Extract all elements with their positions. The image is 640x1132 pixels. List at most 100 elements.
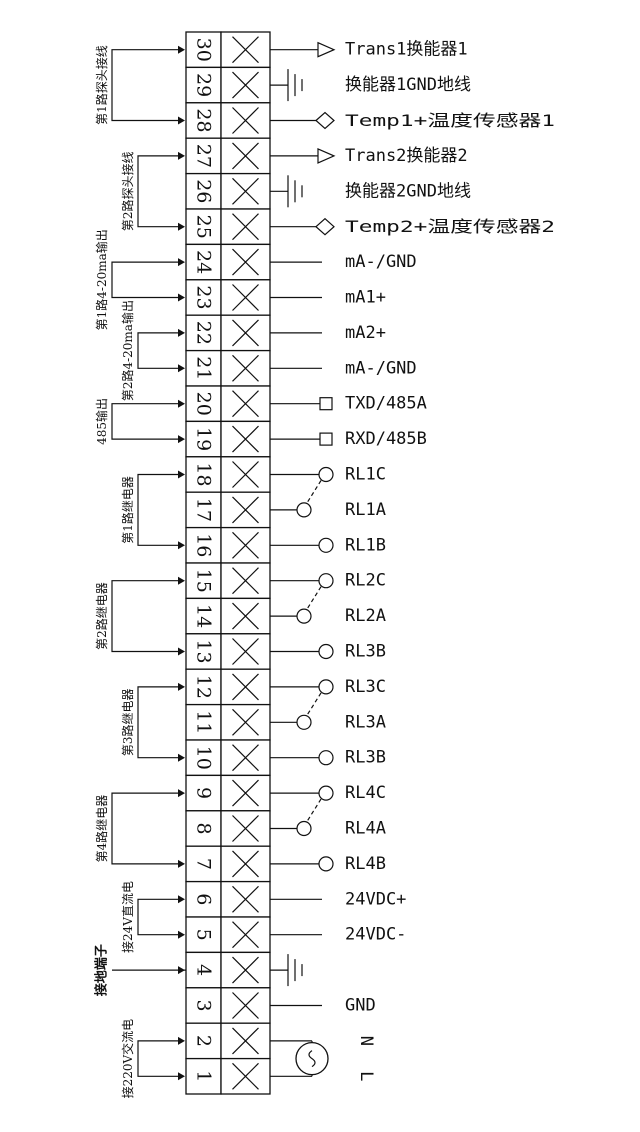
relay-common-icon bbox=[296, 608, 312, 624]
relay-contact-icon bbox=[318, 573, 334, 589]
signal-label: RL2A bbox=[345, 606, 386, 626]
arrow-head-icon bbox=[178, 682, 185, 691]
group-label: 第3路继电器 bbox=[120, 688, 135, 756]
signal-label: 24VDC- bbox=[345, 925, 406, 945]
group-label: 485输出 bbox=[94, 398, 109, 445]
terminal-number: 17 bbox=[192, 498, 214, 522]
signal-label: TXD/485A bbox=[345, 394, 427, 414]
signal-label: RL3A bbox=[345, 712, 386, 732]
terminal-number: 27 bbox=[193, 144, 215, 168]
group-bracket bbox=[137, 1040, 183, 1077]
relay-switch-link bbox=[306, 798, 322, 822]
screw-cross-icon bbox=[232, 708, 259, 736]
arrow-head-icon bbox=[178, 435, 185, 444]
arrow-head-icon bbox=[178, 895, 185, 904]
arrow-head-icon bbox=[178, 470, 185, 479]
terminal-number: 29 bbox=[193, 73, 215, 97]
signal-label: mA-/GND bbox=[345, 358, 417, 378]
terminal-number: 18 bbox=[193, 462, 215, 486]
signal-label: Temp2+温度传感器2 bbox=[345, 217, 555, 236]
temperature-diamond-icon bbox=[315, 217, 335, 236]
signal-label: mA1+ bbox=[345, 288, 386, 308]
screw-cross-icon bbox=[232, 921, 259, 949]
signal-label: RXD/485B bbox=[345, 429, 427, 449]
terminal-number-cell bbox=[185, 208, 222, 246]
signal-label: 换能器1GND地线 bbox=[345, 75, 471, 95]
signal-label: RL3C bbox=[345, 677, 386, 697]
terminal-number-cell bbox=[185, 243, 222, 281]
arrow-head-icon bbox=[178, 859, 185, 868]
terminal-screw-cell bbox=[220, 491, 271, 529]
signal-label: RL2C bbox=[345, 571, 386, 591]
group-label: 第1路继电器 bbox=[120, 476, 135, 544]
group-bracket bbox=[111, 792, 183, 865]
terminal-number-cell bbox=[185, 597, 222, 635]
arrow-head-icon bbox=[178, 930, 185, 939]
terminal-number-cell bbox=[185, 102, 222, 139]
arrow-head-icon bbox=[178, 399, 185, 408]
terminal-number: 4 bbox=[193, 964, 215, 976]
terminal-number: 22 bbox=[193, 321, 215, 345]
signal-label: RL3B bbox=[345, 748, 386, 768]
terminal-number: 28 bbox=[193, 108, 215, 132]
terminal-number: 12 bbox=[193, 675, 215, 699]
group-label: 第2路继电器 bbox=[94, 582, 109, 650]
group-bracket bbox=[137, 155, 183, 228]
arrow-head-icon bbox=[178, 328, 185, 337]
signal-label: RL1A bbox=[345, 500, 386, 520]
relay-switch-link bbox=[306, 586, 322, 610]
group-label: 第1路探头接线 bbox=[94, 45, 109, 125]
screw-cross-icon bbox=[232, 602, 259, 630]
terminal-number: 5 bbox=[193, 929, 215, 941]
arrow-head-icon bbox=[178, 541, 185, 550]
screw-cross-icon bbox=[232, 850, 259, 878]
ac-wave-icon bbox=[308, 1050, 316, 1068]
screw-cross-icon bbox=[232, 36, 259, 64]
transducer-triangle-icon bbox=[317, 147, 336, 164]
signal-label: RL1C bbox=[345, 465, 386, 485]
terminal-number: 6 bbox=[193, 893, 215, 905]
signal-label: RL4B bbox=[345, 854, 386, 874]
group-bracket bbox=[111, 261, 183, 299]
group-label: 第1路4-20ma输出 bbox=[94, 229, 109, 330]
screw-cross-icon bbox=[232, 956, 259, 984]
arrow-head-icon bbox=[178, 116, 185, 125]
group-bracket bbox=[111, 580, 183, 653]
signal-label: L bbox=[356, 1071, 376, 1081]
arrow-head-icon bbox=[178, 364, 185, 373]
screw-cross-icon bbox=[232, 496, 259, 524]
rs485-square-icon bbox=[319, 397, 333, 411]
transducer-triangle-icon bbox=[317, 41, 336, 58]
screw-cross-icon bbox=[232, 248, 259, 276]
screw-cross-icon bbox=[232, 779, 259, 807]
arrow-head-icon bbox=[178, 1036, 185, 1045]
signal-label: 24VDC+ bbox=[345, 889, 406, 909]
screw-cross-icon bbox=[232, 177, 259, 205]
signal-label: RL4A bbox=[345, 819, 386, 839]
relay-contact-icon bbox=[318, 679, 334, 695]
arrow-head-icon bbox=[178, 966, 185, 975]
screw-cross-icon bbox=[232, 744, 259, 772]
terminal-number: 16 bbox=[193, 533, 215, 557]
terminal-number: 21 bbox=[193, 356, 215, 380]
relay-switch-link bbox=[306, 480, 322, 504]
terminal-number: 10 bbox=[193, 746, 215, 770]
arrow-head-icon bbox=[178, 222, 185, 231]
signal-label: RL1B bbox=[345, 535, 386, 555]
arrow-head-icon bbox=[178, 45, 185, 54]
terminal-number: 1 bbox=[193, 1070, 215, 1082]
signal-label: Trans1换能器1 bbox=[345, 40, 468, 60]
screw-cross-icon bbox=[232, 531, 259, 559]
screw-cross-icon bbox=[232, 461, 259, 488]
group-bracket bbox=[111, 49, 183, 122]
relay-contact-icon bbox=[318, 785, 334, 801]
screw-cross-icon bbox=[232, 71, 259, 99]
terminal-number-cell bbox=[185, 172, 222, 210]
arrow-head-icon bbox=[178, 789, 185, 798]
screw-cross-icon bbox=[232, 390, 259, 418]
screw-cross-icon bbox=[232, 638, 259, 665]
terminal-number: 19 bbox=[193, 427, 215, 451]
terminal-number: 11 bbox=[193, 710, 215, 734]
relay-contact-icon bbox=[318, 466, 334, 483]
signal-label: mA2+ bbox=[345, 323, 386, 343]
